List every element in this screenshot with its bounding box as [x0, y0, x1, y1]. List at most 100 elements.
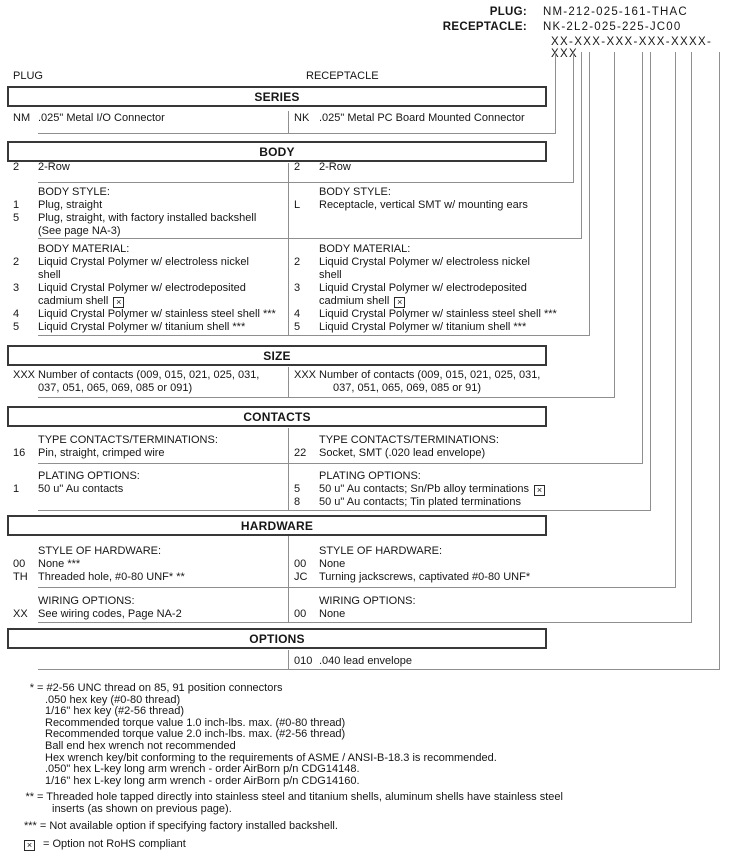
option-row: XX See wiring codes, Page NA-2 — [13, 608, 285, 621]
not-rohs-icon: × — [533, 485, 545, 496]
connector-line-horizontal — [38, 397, 615, 398]
option-group-header: WIRING OPTIONS: — [319, 595, 416, 607]
connector-line-horizontal — [38, 133, 556, 134]
option-code: 4 — [13, 308, 20, 320]
option-row: 037, 051, 065, 069, 085 or 091) — [13, 382, 285, 395]
option-code: 3 — [294, 282, 301, 294]
option-text: Number of contacts (009, 015, 021, 025, … — [319, 369, 541, 381]
option-code: XX — [13, 608, 28, 620]
option-text: Socket, SMT (.020 lead envelope) — [319, 447, 486, 459]
option-row: shell — [294, 269, 544, 282]
receptacle-part-number: NK-2L2-025-225-JC00 — [543, 21, 682, 33]
option-code: TH — [13, 571, 28, 583]
plug-part-number: NM-212-025-161-THAC — [543, 6, 688, 18]
connector-line-vertical — [555, 52, 556, 133]
footnotes: *= #2-56 UNC thread on 85, 91 position c… — [24, 682, 724, 852]
option-text: shell — [319, 269, 342, 281]
section-title-series: SERIES — [7, 86, 547, 107]
option-code: 2 — [294, 161, 301, 173]
footnote: 1/16" hex key (#2-56 thread) — [45, 705, 185, 718]
option-code: L — [294, 199, 301, 211]
footnote: ×= Option not RoHS compliant — [24, 838, 724, 852]
option-text: 50 u" Au contacts; Sn/Pb alloy terminati… — [319, 483, 529, 495]
option-code: NK — [294, 112, 310, 124]
section-title-body: BODY — [7, 141, 547, 162]
footnote: Recommended torque value 1.0 inch-lbs. m… — [45, 716, 346, 729]
option-code: NM — [13, 112, 31, 124]
option-group-header: STYLE OF HARDWARE: — [319, 545, 443, 557]
connector-line-horizontal — [38, 238, 582, 239]
option-code: 00 — [294, 558, 307, 570]
footnote-marker: × — [24, 839, 35, 852]
option-group-header: TYPE CONTACTS/TERMINATIONS: — [38, 434, 218, 446]
connector-line-vertical — [650, 52, 651, 510]
option-row: 2 2-Row — [294, 161, 544, 174]
option-text: Liquid Crystal Polymer w/ electrodeposit… — [319, 282, 527, 294]
option-group-header: BODY MATERIAL: — [319, 243, 411, 255]
option-text: Liquid Crystal Polymer w/ electroless ni… — [38, 256, 249, 268]
footnote-marker: ** — [25, 791, 34, 804]
option-code: 3 — [13, 282, 20, 294]
option-group-header: BODY MATERIAL: — [38, 243, 130, 255]
option-text: Liquid Crystal Polymer w/ electrodeposit… — [38, 282, 246, 294]
option-code: 1 — [13, 483, 20, 495]
connector-line-horizontal — [38, 335, 590, 336]
not-rohs-icon: × — [113, 297, 125, 308]
option-text: .040 lead envelope — [319, 655, 412, 667]
connector-line-vertical — [589, 52, 590, 335]
footnote: .050 hex key (#0-80 thread) — [45, 693, 181, 706]
option-text: Liquid Crystal Polymer w/ titanium shell… — [319, 321, 527, 333]
option-code: 5 — [13, 212, 20, 224]
receptacle-part-number-label: RECEPTACLE: — [442, 21, 527, 33]
part-number-template: XX-XXX-XXX-XXX-XXXX-XXX — [551, 36, 713, 60]
section-title-options: OPTIONS — [7, 628, 547, 649]
footnote: **= Threaded hole tapped directly into s… — [25, 791, 563, 804]
section-title-hardware: HARDWARE — [7, 515, 547, 536]
series-plug-options: NM.025" Metal I/O Connector — [13, 112, 285, 125]
option-row: (See page NA-3) — [13, 225, 285, 238]
connector-line-vertical — [642, 52, 643, 463]
not-rohs-icon: × — [24, 840, 35, 852]
connector-line-vertical — [675, 52, 676, 587]
footnote: Hex wrench key/bit conforming to the req… — [45, 751, 497, 764]
option-row: NM.025" Metal I/O Connector — [13, 112, 285, 125]
option-row: 037, 051, 065, 069, 085 or 91) — [294, 382, 544, 395]
option-row: 00 None — [294, 558, 544, 571]
option-row: cadmium shell× — [13, 295, 285, 308]
option-text: cadmium shell — [319, 295, 390, 307]
footnote: Recommended torque value 2.0 inch-lbs. m… — [45, 728, 346, 741]
option-text: None — [319, 558, 346, 570]
option-text: 037, 051, 065, 069, 085 or 091) — [38, 382, 193, 394]
option-row: 010.040 lead envelope — [294, 655, 544, 668]
column-divider — [288, 536, 289, 623]
option-text: None *** — [38, 558, 81, 570]
option-text: None — [319, 608, 346, 620]
option-row: 3 Liquid Crystal Polymer w/ electrodeposi… — [13, 282, 285, 295]
option-text: 2-Row — [319, 161, 351, 173]
option-group-header: STYLE OF HARDWARE: — [38, 545, 162, 557]
connector-line-vertical — [573, 52, 574, 182]
connector-line-vertical — [614, 52, 615, 397]
connector-line-horizontal — [38, 463, 643, 464]
option-text: See wiring codes, Page NA-2 — [38, 608, 182, 620]
option-row: 22 Socket, SMT (.020 lead envelope) — [294, 447, 544, 460]
option-code: 22 — [294, 447, 307, 459]
option-code: 8 — [294, 496, 301, 508]
option-code: 5 — [294, 321, 301, 333]
